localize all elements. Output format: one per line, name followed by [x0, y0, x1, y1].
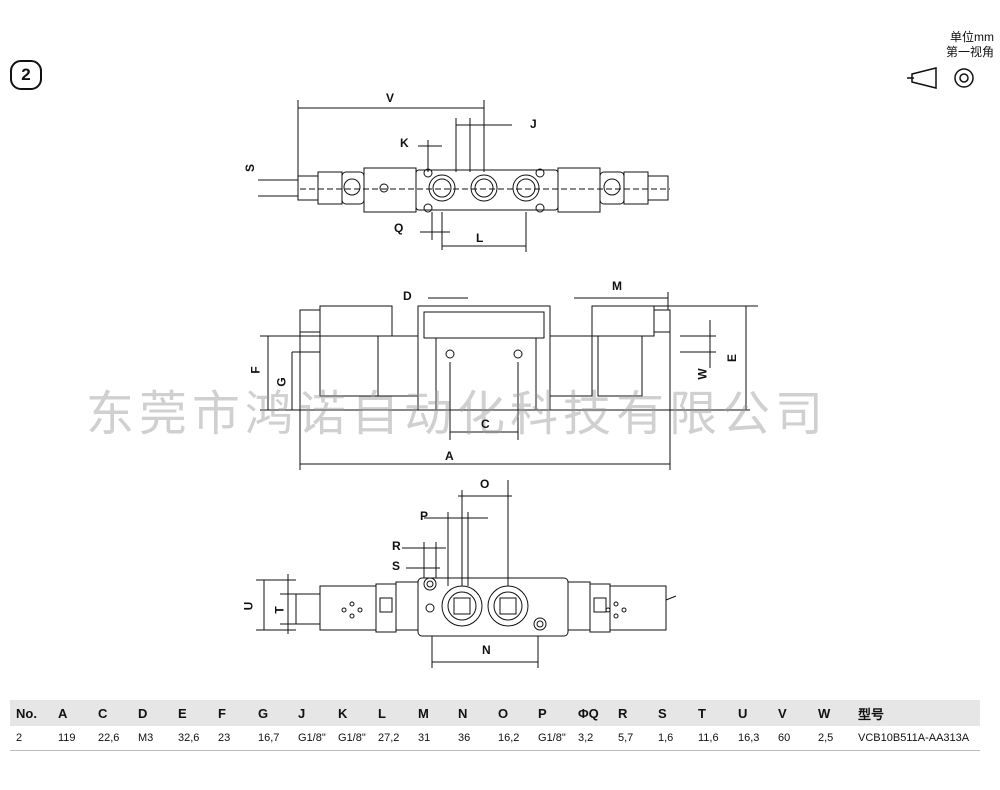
- unit-note-line1: 单位mm: [950, 30, 994, 44]
- spec-table-cell: G1/8": [292, 726, 332, 751]
- dim-label-c: C: [481, 417, 490, 431]
- spec-table-header-cell: U: [732, 700, 772, 726]
- spec-table-header-cell: M: [412, 700, 452, 726]
- dim-label-k: K: [400, 136, 409, 150]
- spec-table-header-cell: W: [812, 700, 852, 726]
- spec-table-cell: 32,6: [172, 726, 212, 751]
- spec-table-header-cell: F: [212, 700, 252, 726]
- spec-table-cell: 16,7: [252, 726, 292, 751]
- spec-table-cell: 2: [10, 726, 52, 751]
- bottom-view: [256, 480, 677, 668]
- spec-table-header-cell: A: [52, 700, 92, 726]
- dim-label-f: F: [248, 366, 263, 374]
- spec-table-header-cell: L: [372, 700, 412, 726]
- spec-table-header-cell: K: [332, 700, 372, 726]
- spec-table-header-cell: D: [132, 700, 172, 726]
- spec-table-cell: 119: [52, 726, 92, 751]
- dim-label-e: E: [725, 353, 740, 363]
- spec-table-cell: 36: [452, 726, 492, 751]
- spec-table-header-cell: R: [612, 700, 652, 726]
- spec-table-cell: 16,3: [732, 726, 772, 751]
- spec-table-header-cell: No.: [10, 700, 52, 726]
- dim-label-w: W: [695, 368, 710, 380]
- dim-label-q: Q: [394, 221, 404, 235]
- unit-note: 单位mm 第一视角: [914, 30, 994, 60]
- spec-table-cell: M3: [132, 726, 172, 751]
- spec-table-header-cell: N: [452, 700, 492, 726]
- spec-table-cell: 11,6: [692, 726, 732, 751]
- dim-label-a: A: [445, 449, 454, 463]
- dim-label-d: D: [403, 289, 412, 303]
- spec-table-header-cell: P: [532, 700, 572, 726]
- spec-table-cell: 31: [412, 726, 452, 751]
- dim-label-l: L: [476, 231, 484, 245]
- dim-label-r: R: [392, 539, 401, 553]
- spec-table-cell: 22,6: [92, 726, 132, 751]
- spec-table-cell: G1/8": [332, 726, 372, 751]
- spec-table-header-cell: 型号: [852, 700, 980, 726]
- spec-table-cell: 16,2: [492, 726, 532, 751]
- front-view: [260, 292, 758, 470]
- dim-label-t: T: [272, 606, 287, 614]
- dim-label-n: N: [482, 643, 491, 657]
- dim-label-u: U: [241, 601, 256, 611]
- spec-table-cell: 2,5: [812, 726, 852, 751]
- spec-table-cell: 60: [772, 726, 812, 751]
- spec-table-header-cell: S: [652, 700, 692, 726]
- spec-table-cell: 3,2: [572, 726, 612, 751]
- spec-table-cell: 1,6: [652, 726, 692, 751]
- dim-label-g: G: [274, 377, 289, 387]
- spec-table-header-cell: E: [172, 700, 212, 726]
- spec-table-header-cell: G: [252, 700, 292, 726]
- spec-table-cell: 5,7: [612, 726, 652, 751]
- top-view: [258, 100, 670, 252]
- dim-label-o: O: [480, 477, 490, 491]
- dim-label-s-top: S: [243, 163, 258, 173]
- dim-label-j: J: [530, 117, 537, 131]
- spec-table-header-cell: C: [92, 700, 132, 726]
- spec-table-header-cell: J: [292, 700, 332, 726]
- figure-number-badge: 2: [10, 60, 42, 90]
- figure-number: 2: [21, 65, 31, 84]
- spec-table-header-cell: V: [772, 700, 812, 726]
- technical-drawing: [256, 100, 758, 668]
- spec-table-cell: VCB10B511A-AA313A: [852, 726, 980, 751]
- dim-label-v: V: [386, 91, 395, 105]
- spec-table-header-cell: T: [692, 700, 732, 726]
- dim-label-p: P: [420, 509, 429, 523]
- spec-table-cell: 27,2: [372, 726, 412, 751]
- dim-label-s-bottom: S: [392, 559, 401, 573]
- unit-note-line2: 第一视角: [945, 45, 994, 59]
- dim-label-m: M: [612, 279, 622, 293]
- first-angle-projection-icon: [907, 67, 974, 89]
- spec-table-header-cell: ΦQ: [572, 700, 612, 726]
- spec-table-cell: 23: [212, 726, 252, 751]
- spec-table-cell: G1/8": [532, 726, 572, 751]
- spec-table-header-cell: O: [492, 700, 532, 726]
